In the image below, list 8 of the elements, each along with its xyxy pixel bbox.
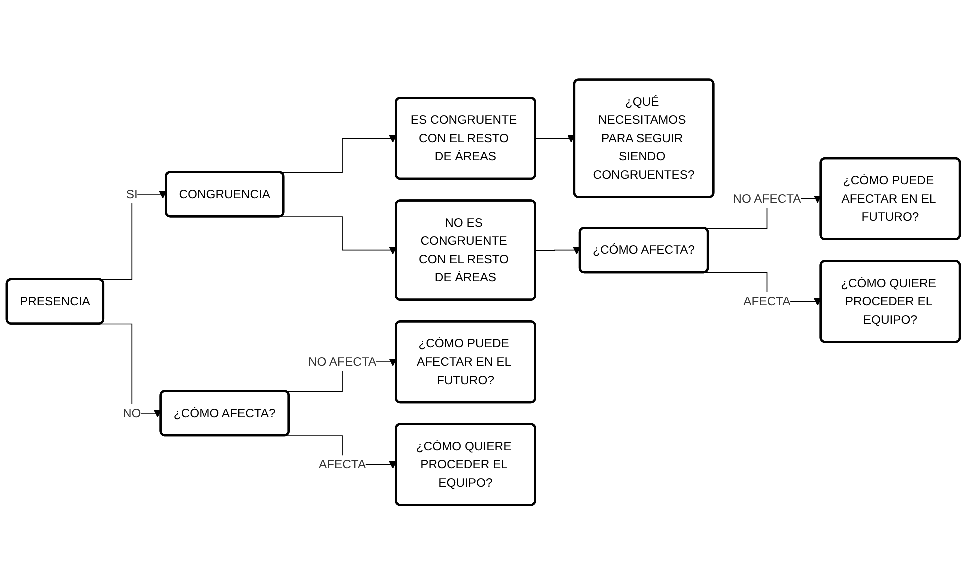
edge-label: NO: [123, 406, 142, 420]
edge-label: AFECTA: [744, 294, 791, 308]
edge-label: NO AFECTA: [308, 354, 377, 369]
arrow: [535, 246, 581, 255]
arrow: [535, 135, 576, 143]
edge-label: NO AFECTA: [733, 192, 802, 206]
edge-label: AFECTA: [318, 457, 366, 472]
edge-label: SI: [126, 187, 138, 201]
